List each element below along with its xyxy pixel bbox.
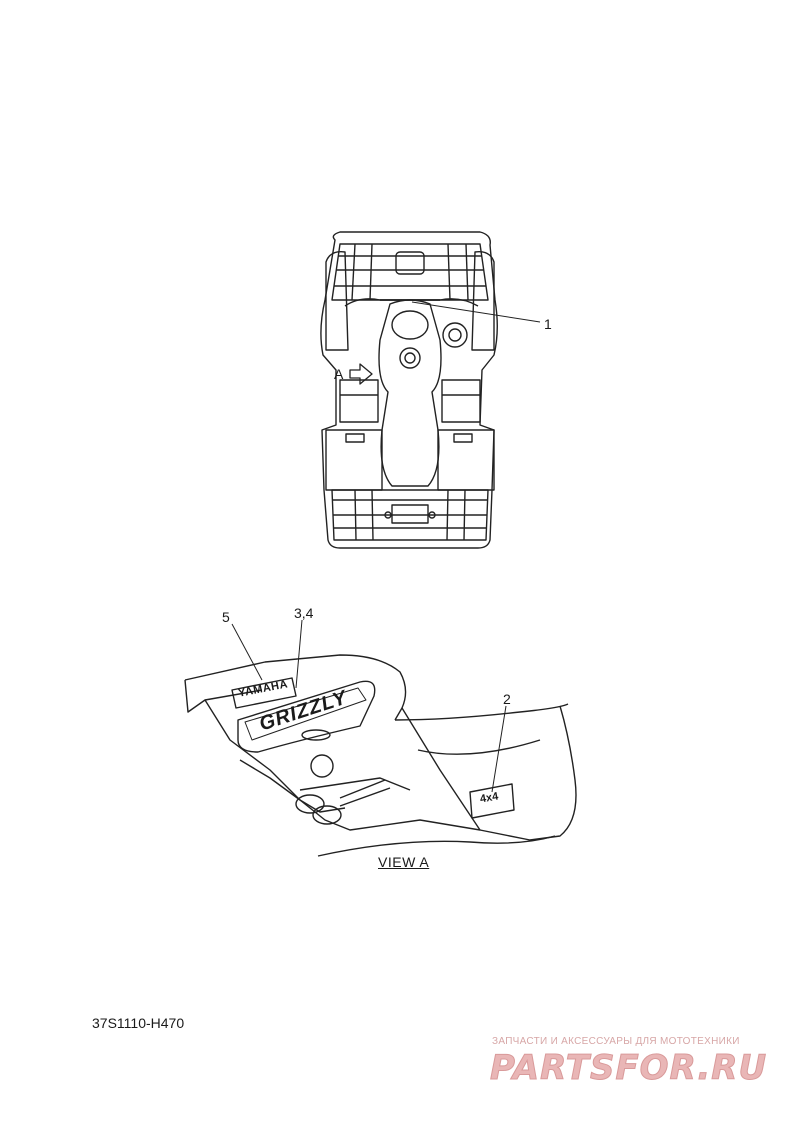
watermark-logo: PARTSFOR.RU xyxy=(489,1048,768,1089)
callout-3-4: 3,4 xyxy=(294,605,314,621)
callout-2: 2 xyxy=(503,691,511,707)
callout-5: 5 xyxy=(222,609,230,625)
watermark-tagline: ЗАПЧАСТИ И АКСЕССУАРЫ ДЛЯ МОТОТЕХНИКИ xyxy=(492,1036,740,1047)
view-a-label: VIEW A xyxy=(378,854,430,870)
callout-1: 1 xyxy=(544,316,552,332)
view-a-arrow-letter: A xyxy=(334,366,344,382)
part-code: 37S1110-H470 xyxy=(92,1015,185,1031)
